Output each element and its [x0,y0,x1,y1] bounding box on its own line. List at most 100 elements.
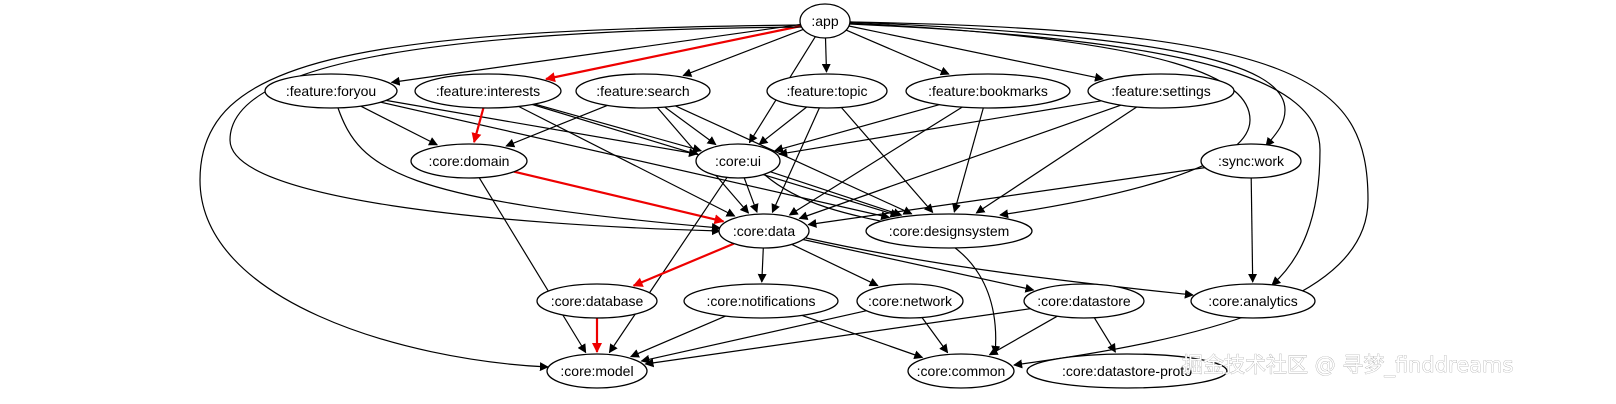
node-label: :core:common [917,363,1006,379]
edge-network-to-model [640,310,867,364]
edge-data-to-notifications [757,247,767,283]
edge-app-to-interests [545,24,802,83]
edge-app-to-bookmarks [845,29,950,76]
node-label: :feature:search [596,83,689,99]
edge-app-to-common [849,21,1369,369]
edge-search-to-designsystem [675,105,913,215]
node-shape [410,143,528,179]
edge-app-to-model [199,24,803,372]
node-shape [865,213,1033,249]
edge-app-to-designsystem [849,22,1251,219]
node-sync: :sync:work [1200,143,1302,179]
edge-sync-to-data [807,167,1205,228]
edge-bookmarks-to-ui [774,104,940,153]
node-ui: :core:ui [695,143,781,179]
edge-app-to-analytics [849,23,1321,286]
node-datastore-proto: :core:datastore-proto [1026,353,1228,389]
node-data: :core:data [718,213,810,249]
edge-datastore-to-common [988,315,1058,356]
node-shape [718,213,810,249]
edge-settings-to-designsystem [975,106,1138,214]
node-shape [414,73,562,109]
node-label: :feature:topic [787,83,868,99]
edge-datastore-to-datastore_proto [1093,317,1116,353]
node-label: :app [811,13,838,29]
edge-app-to-settings [848,25,1104,82]
edge-topic-to-ui [758,106,808,145]
node-shape [907,353,1015,389]
node-label: :core:analytics [1208,293,1297,309]
node-common: :core:common [907,353,1015,389]
node-domain: :core:domain [410,143,528,179]
edge-data-to-datastore [802,238,1035,293]
edge-foryou-to-designsystem [380,101,891,221]
edge-domain-to-data [513,170,725,225]
node-shape [1026,353,1228,389]
watermark-text: 掘金技术社区 @ 寻梦_finddreams [1182,353,1513,378]
node-interests: :feature:interests [414,73,562,109]
edge-settings-to-ui [778,100,1102,158]
node-shape [575,73,711,109]
node-network: :core:network [856,283,964,319]
node-settings: :feature:settings [1087,73,1235,109]
edge-search-to-domain [505,104,608,148]
node-shape [695,143,781,179]
edge-foryou-to-ui [385,99,698,158]
node-model: :core:model [546,353,648,389]
node-label: :core:ui [715,153,761,169]
edge-data-to-analytics [805,237,1194,299]
edge-ui-to-data [743,177,759,214]
node-shape [905,73,1071,109]
edge-notifications-to-common [801,314,924,360]
node-shape [264,73,398,109]
node-analytics: :core:analytics [1190,283,1316,319]
node-shape [1200,143,1302,179]
node-label: :core:model [560,363,633,379]
edge-ui-to-designsystem [770,171,903,217]
node-label: :core:database [551,293,644,309]
node-shape [683,283,839,319]
node-label: :core:datastore-proto [1062,363,1192,379]
node-shape [799,3,851,39]
edge-ui-to-model [608,177,728,354]
edge-search-to-ui [664,106,717,146]
node-shape [1190,283,1316,319]
node-shape [856,283,964,319]
node-label: :feature:foryou [286,83,376,99]
node-label: :feature:bookmarks [928,83,1048,99]
edge-app-to-sync [849,21,1286,147]
edge-topic-to-data [771,107,820,214]
edge-bookmarks-to-data [788,106,963,216]
node-shape [1023,283,1145,319]
node-layer: :app :feature:foryou :feature:interests :fe… [264,3,1316,389]
edge-sync-to-analytics [1248,177,1258,283]
node-label: :feature:settings [1111,83,1211,99]
node-label: :core:datastore [1037,293,1131,309]
node-datastore: :core:datastore [1023,283,1145,319]
node-search: :feature:search [575,73,711,109]
edge-interests-to-domain [471,107,485,144]
node-label: :sync:work [1218,153,1285,169]
node-topic: :feature:topic [766,73,888,109]
edge-app-to-search [682,28,804,77]
node-bookmarks: :feature:bookmarks [905,73,1071,109]
edge-layer [199,21,1369,372]
node-label: :core:domain [429,153,510,169]
edge-topic-to-designsystem [840,107,934,214]
node-label: :core:data [733,223,795,239]
edge-data-to-network [791,243,879,287]
node-label: :core:designsystem [889,223,1010,239]
edge-interests-to-ui [534,103,702,153]
edge-notifications-to-model [629,315,726,358]
node-shape [546,353,648,389]
node-label: :feature:interests [436,83,540,99]
node-shape [536,283,658,319]
edge-bookmarks-to-designsystem [952,107,984,213]
node-foryou: :feature:foryou [264,73,398,109]
edge-ui-to-common [764,174,1001,355]
edge-domain-to-model [478,177,587,354]
edge-datastore-to-model [644,308,1031,368]
edge-app-to-topic [821,37,831,73]
edge-foryou-to-data [337,107,721,232]
